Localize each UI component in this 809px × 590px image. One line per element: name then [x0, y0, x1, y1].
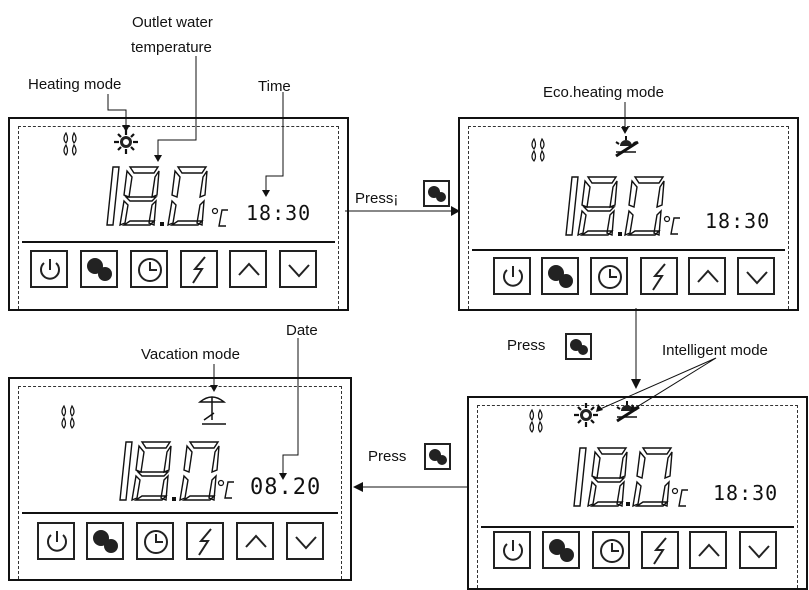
- eco-heating-icon: [614, 134, 640, 158]
- panel-heating-temperature-readout: [106, 166, 229, 227]
- down-button[interactable]: [279, 250, 317, 288]
- press-mode-icon: [423, 180, 450, 207]
- mode-button[interactable]: [542, 531, 580, 569]
- press-label-3: Press: [368, 448, 407, 465]
- heating-sun-icon: [112, 128, 140, 156]
- panel-vacation-temperature-readout: [119, 441, 235, 501]
- up-button[interactable]: [229, 250, 267, 288]
- lightning-button[interactable]: [641, 531, 679, 569]
- clock-button[interactable]: [136, 522, 174, 560]
- intelligent-mode-label: Intelligent mode: [662, 342, 768, 359]
- arrowheads: [122, 125, 641, 492]
- outlet-water-label-line2: temperature: [131, 39, 212, 56]
- fan-icon: [531, 138, 545, 162]
- up-button[interactable]: [689, 531, 727, 569]
- mode-button[interactable]: [86, 522, 124, 560]
- panel-eco-temperature-readout: [565, 176, 681, 236]
- clock-button[interactable]: [592, 531, 630, 569]
- power-button[interactable]: [30, 250, 68, 288]
- lightning-button[interactable]: [186, 522, 224, 560]
- time-label: Time: [258, 78, 291, 95]
- date-label: Date: [286, 322, 318, 339]
- eco-heating-mode-label: Eco.heating mode: [543, 84, 664, 101]
- panel-eco-clock: 18:30: [705, 209, 771, 233]
- up-button[interactable]: [688, 257, 726, 295]
- panel-intelligent-temperature-readout: [573, 447, 689, 507]
- power-button[interactable]: [493, 531, 531, 569]
- outlet-water-label-line1: Outlet water: [132, 14, 213, 31]
- down-button[interactable]: [286, 522, 324, 560]
- down-button[interactable]: [739, 531, 777, 569]
- vacation-umbrella-icon: [197, 396, 227, 425]
- clock-button[interactable]: [130, 250, 168, 288]
- eco-heating-icon: [615, 399, 641, 423]
- heating-sun-icon: [572, 401, 600, 429]
- press-label-1: Press¡: [355, 190, 399, 207]
- annotation-leaders: [107, 56, 717, 488]
- mode-button[interactable]: [541, 257, 579, 295]
- segment-displays: [61, 56, 717, 507]
- panel-vacation-date: 08.20: [250, 475, 322, 500]
- down-button[interactable]: [737, 257, 775, 295]
- press-mode-icon: [565, 333, 592, 360]
- lightning-button[interactable]: [180, 250, 218, 288]
- heating-mode-label: Heating mode: [28, 76, 122, 93]
- power-button[interactable]: [37, 522, 75, 560]
- panel-intelligent-clock: 18:30: [713, 481, 779, 505]
- fan-icon: [63, 132, 77, 156]
- vacation-mode-label: Vacation mode: [141, 346, 240, 363]
- press-label-2: Press: [507, 337, 546, 354]
- lightning-button[interactable]: [640, 257, 678, 295]
- fan-icon: [61, 405, 75, 429]
- mode-button[interactable]: [80, 250, 118, 288]
- panel-heating-clock: 18:30: [246, 201, 312, 225]
- clock-button[interactable]: [590, 257, 628, 295]
- power-button[interactable]: [493, 257, 531, 295]
- fan-icon: [529, 409, 543, 433]
- up-button[interactable]: [236, 522, 274, 560]
- press-mode-icon: [424, 443, 451, 470]
